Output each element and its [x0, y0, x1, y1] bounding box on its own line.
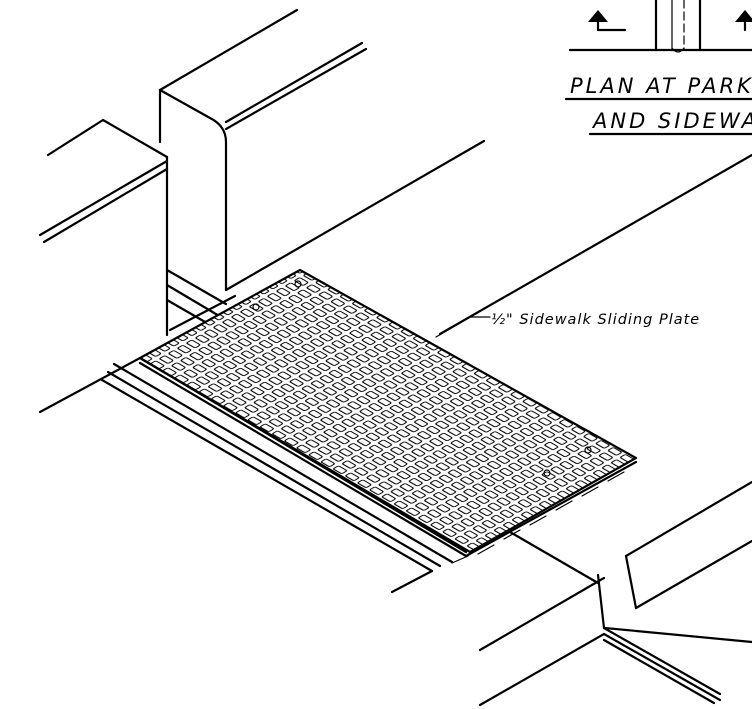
- drawing-title-line-1: PLAN AT PARKING: [570, 74, 752, 98]
- left-slab: [38, 118, 169, 244]
- front-slab: [38, 356, 468, 594]
- section-marker-left-icon: [588, 10, 627, 32]
- curb-block: [158, 8, 486, 337]
- far-slab-edge: [438, 153, 752, 336]
- drawing-title-line-2: AND SIDEWALK: [591, 109, 752, 133]
- joint-symbol: [654, 0, 702, 53]
- sidewalk-sliding-plate: [138, 268, 638, 564]
- title-block: PLAN AT PARKING AND SIDEWALK: [564, 0, 752, 136]
- section-marker-right-icon: [735, 10, 752, 32]
- expansion-joint: [478, 480, 752, 707]
- callout-label: ½" Sidewalk Sliding Plate: [491, 312, 700, 328]
- plate-callout: ½" Sidewalk Sliding Plate: [435, 312, 700, 338]
